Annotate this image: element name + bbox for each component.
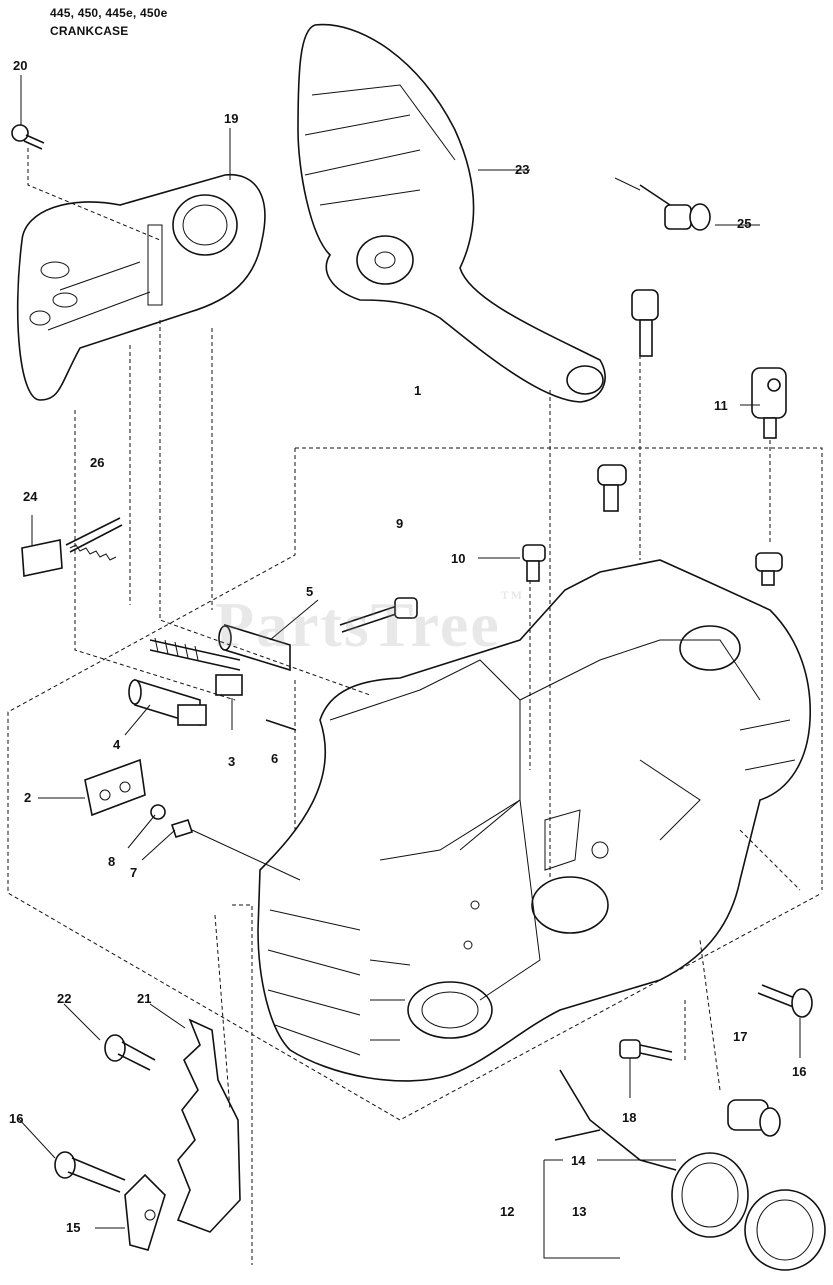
watermark-trademark: TM — [500, 588, 525, 602]
callout-25: 25 — [737, 216, 752, 231]
part-23-front-handle — [297, 23, 606, 403]
part-11-bracket — [751, 367, 787, 439]
callout-9: 9 — [396, 516, 404, 531]
part-5-sleeve — [218, 623, 291, 672]
part-15-bracket — [124, 1173, 166, 1251]
part-12-13-14-cap — [554, 1069, 826, 1271]
callout-16-right: 16 — [792, 1064, 807, 1079]
part-19-side-cover — [16, 174, 266, 401]
part-18-bolt — [619, 1039, 673, 1061]
part-10-screw — [522, 544, 546, 582]
callout-22: 22 — [57, 991, 72, 1006]
callout-4: 4 — [113, 737, 121, 752]
part-bolt-right-upper — [755, 552, 783, 586]
watermark: PartsTreeTM — [215, 588, 524, 662]
callout-1: 1 — [414, 383, 422, 398]
part-6-pin — [265, 719, 297, 731]
callout-21: 21 — [137, 991, 152, 1006]
part-24-damper — [21, 517, 123, 577]
callout-24: 24 — [23, 489, 38, 504]
callout-10: 10 — [451, 551, 466, 566]
callout-5: 5 — [306, 584, 314, 599]
part-22-bolt — [104, 1034, 156, 1071]
assembly-dashed-boundary — [295, 447, 823, 890]
part-20-screw — [11, 124, 45, 150]
callout-20: 20 — [13, 58, 28, 73]
callout-26: 26 — [90, 455, 105, 470]
callout-3: 3 — [228, 754, 236, 769]
callout-14: 14 — [571, 1153, 586, 1168]
callout-2: 2 — [24, 790, 32, 805]
callout-23: 23 — [515, 162, 530, 177]
watermark-text: PartsTree — [215, 589, 501, 660]
callout-8: 8 — [108, 854, 116, 869]
guide-lines — [27, 148, 801, 1265]
callout-11: 11 — [714, 398, 728, 413]
callout-17: 17 — [733, 1029, 748, 1044]
part-16-bolt-lower — [54, 1151, 126, 1193]
callout-19: 19 — [224, 111, 239, 126]
part-2-plate — [84, 758, 146, 817]
callout-12: 12 — [500, 1204, 515, 1219]
part-16-bolt-right — [757, 984, 813, 1018]
part-21-guard — [176, 1018, 241, 1233]
section-title: CRANKCASE — [50, 24, 129, 38]
leader-lines — [17, 75, 801, 1259]
model-list: 445, 450, 445e, 450e — [50, 6, 168, 20]
part-4-pin — [128, 678, 207, 727]
part-screw-middle — [339, 597, 418, 633]
callout-6: 6 — [271, 751, 279, 766]
callout-13: 13 — [572, 1204, 587, 1219]
part-bolt-upper — [597, 464, 627, 512]
callout-18: 18 — [622, 1110, 637, 1125]
callout-16-left: 16 — [9, 1111, 24, 1126]
callout-15: 15 — [66, 1220, 81, 1235]
part-3-spring — [149, 637, 243, 696]
part-25-nut — [614, 177, 711, 231]
part-screw-top-right — [631, 289, 659, 357]
part-17-plug — [727, 1099, 781, 1137]
callout-7: 7 — [130, 865, 138, 880]
part-9-crankcase — [257, 559, 812, 1082]
